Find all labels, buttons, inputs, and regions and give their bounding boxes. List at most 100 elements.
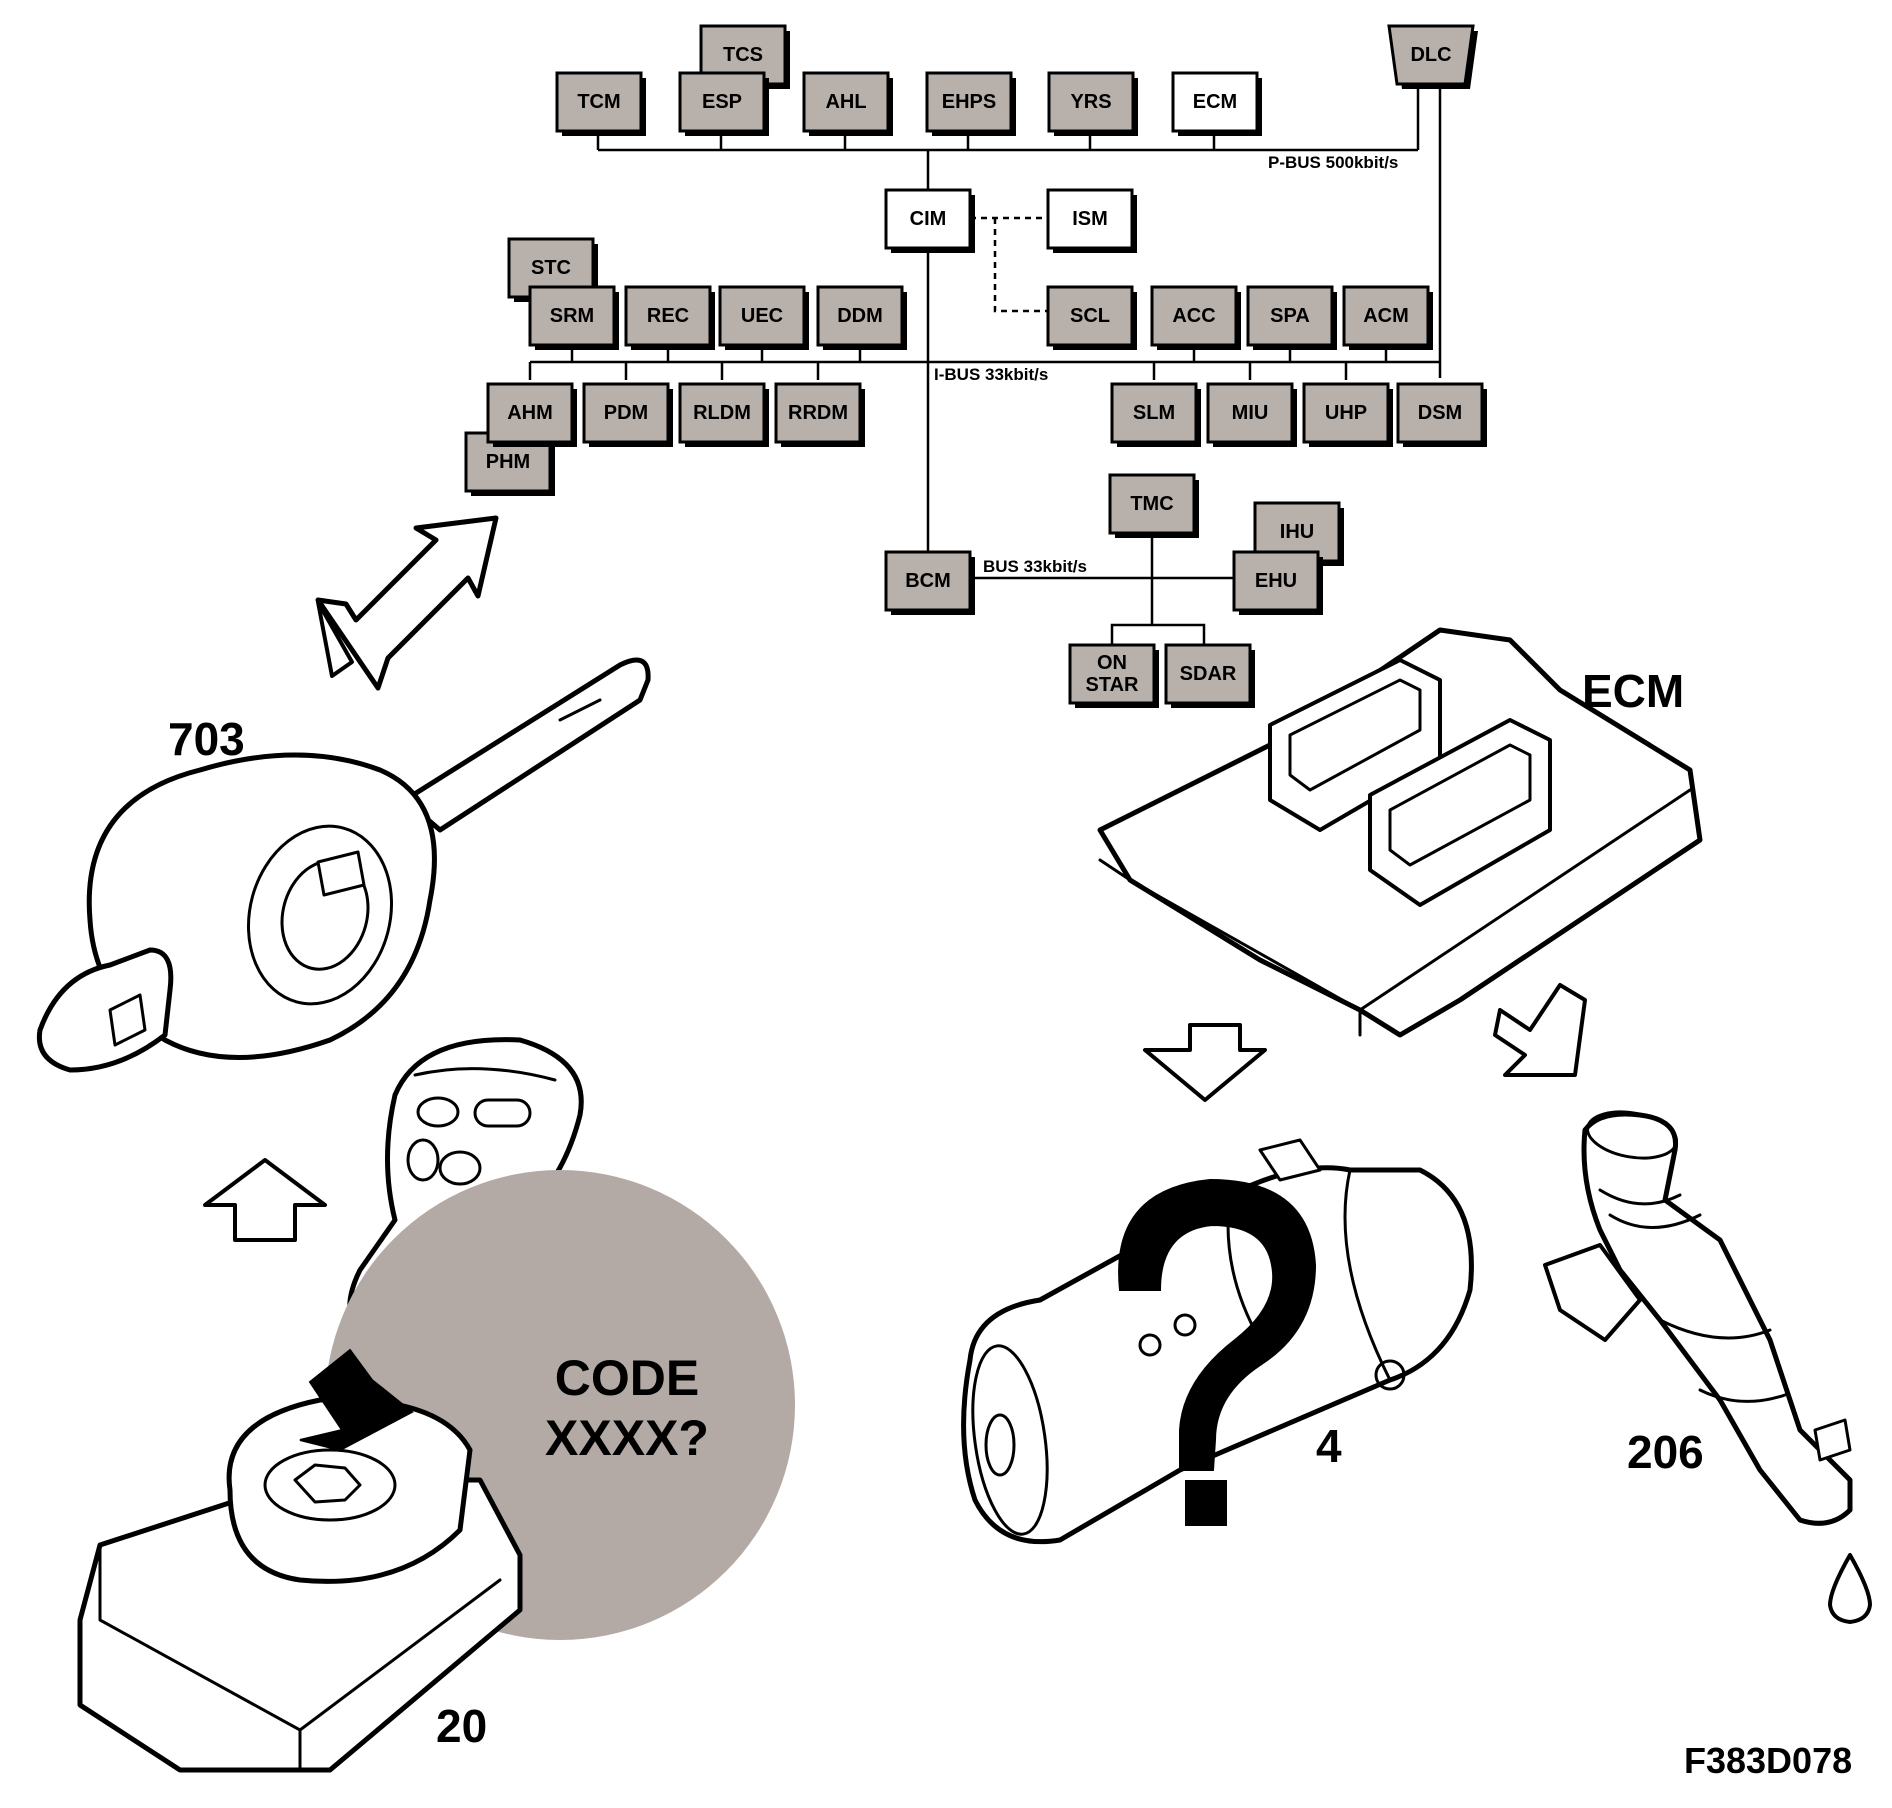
module-box xyxy=(624,285,712,347)
module-label: ESP xyxy=(702,91,742,113)
module-box xyxy=(718,285,806,347)
module-label: REC xyxy=(647,305,689,327)
module-sdar: SDAR xyxy=(1164,643,1255,708)
code-label-line1: CODE xyxy=(555,1350,699,1406)
module-dsm: DSM xyxy=(1396,382,1487,447)
module-box xyxy=(1302,382,1390,444)
module-label: ECM xyxy=(1193,91,1237,113)
module-box xyxy=(1068,643,1156,705)
module-ahl: AHL xyxy=(802,71,893,136)
module-box xyxy=(925,71,1013,133)
question-mark-dot xyxy=(1185,1480,1227,1526)
module-label: PHM xyxy=(486,451,530,473)
module-ehps: EHPS xyxy=(925,71,1016,136)
module-label: ACC xyxy=(1172,305,1215,327)
module-slm: SLM xyxy=(1110,382,1201,447)
module-label: TCM xyxy=(577,91,620,113)
module-ddm: DDM xyxy=(816,285,907,350)
module-uhp: UHP xyxy=(1302,382,1393,447)
module-label: DLC xyxy=(1410,44,1451,66)
module-label: BCM xyxy=(905,570,951,592)
module-box xyxy=(1387,24,1475,86)
module-box xyxy=(802,71,890,133)
module-box xyxy=(528,285,616,347)
module-tcm: TCM xyxy=(555,71,646,136)
module-label: EHPS xyxy=(942,91,996,113)
module-box xyxy=(1232,550,1320,612)
module-label: AHL xyxy=(825,91,866,113)
module-box xyxy=(1110,382,1198,444)
code-label-line2: XXXX? xyxy=(545,1410,709,1466)
figure-id: F383D078 xyxy=(1684,1740,1852,1781)
module-label: UHP xyxy=(1325,402,1367,424)
callout-206: 206 xyxy=(1627,1426,1704,1478)
module-label: RLDM xyxy=(693,402,751,424)
module-box xyxy=(774,382,862,444)
module-label: SLM xyxy=(1133,402,1175,424)
module-acm: ACM xyxy=(1342,285,1433,350)
ignition-switch-20-illustration xyxy=(77,1397,523,1773)
module-ecm: ECM xyxy=(1171,71,1262,136)
module-box xyxy=(1342,285,1430,347)
module-label: UEC xyxy=(741,305,783,327)
up-arrow-icon xyxy=(203,1158,327,1242)
bcm-bus-label: BUS 33kbit/s xyxy=(983,557,1087,576)
diagonal-arrow-icon xyxy=(1493,983,1587,1077)
module-tmc: TMC xyxy=(1108,473,1199,538)
module-label: ON xyxy=(1097,652,1127,674)
module-box xyxy=(1246,285,1334,347)
module-miu: MIU xyxy=(1206,382,1297,447)
steering-switch-703-illustration xyxy=(36,657,651,1073)
module-label: DDM xyxy=(837,305,883,327)
tmc-split xyxy=(1110,623,1206,650)
down-arrow-icon xyxy=(1143,1023,1267,1102)
module-esp: ESP xyxy=(678,71,769,136)
double-arrow-icon xyxy=(315,515,499,691)
module-label: DSM xyxy=(1418,402,1462,424)
module-spa: SPA xyxy=(1246,285,1337,350)
module-label: STC xyxy=(531,257,571,279)
module-box xyxy=(1206,382,1294,444)
module-box xyxy=(1108,473,1196,535)
module-label: MIU xyxy=(1232,402,1269,424)
module-label: SRM xyxy=(550,305,594,327)
ibus-label: I-BUS 33kbit/s xyxy=(934,365,1048,384)
module-srm: SRM xyxy=(528,285,619,350)
module-ism: ISM xyxy=(1046,188,1137,253)
module-box xyxy=(1047,71,1135,133)
module-rrdm: RRDM xyxy=(774,382,865,447)
module-label: TCS xyxy=(723,44,763,66)
module-box xyxy=(884,550,972,612)
fuel-drop-icon xyxy=(1828,1553,1872,1624)
bus-lines xyxy=(528,86,1442,650)
module-box xyxy=(1171,71,1259,133)
module-bcm: BCM xyxy=(884,550,975,615)
ecm-module-illustration xyxy=(1097,627,1703,1038)
module-label: ACM xyxy=(1363,305,1409,327)
callout-703: 703 xyxy=(168,713,245,765)
module-box xyxy=(1396,382,1484,444)
question-mark-icon xyxy=(1118,1178,1317,1471)
module-label: SCL xyxy=(1070,305,1110,327)
module-box xyxy=(555,71,643,133)
module-box xyxy=(1046,188,1134,250)
module-yrs: YRS xyxy=(1047,71,1138,136)
module-pdm: PDM xyxy=(582,382,673,447)
module-ahm: AHM xyxy=(486,382,577,447)
module-ehu: EHU xyxy=(1232,550,1323,615)
callout-20: 20 xyxy=(436,1700,487,1752)
module-scl: SCL xyxy=(1046,285,1137,350)
module-box xyxy=(816,285,904,347)
module-label: EHU xyxy=(1255,570,1297,592)
module-label: ISM xyxy=(1072,208,1108,230)
fuel-injector-206-illustration xyxy=(1543,1110,1853,1526)
module-label: AHM xyxy=(507,402,553,424)
callout-4: 4 xyxy=(1316,1420,1342,1472)
module-box xyxy=(1046,285,1134,347)
double-arrow-icon-back xyxy=(316,600,354,678)
module-label: TMC xyxy=(1130,493,1173,515)
